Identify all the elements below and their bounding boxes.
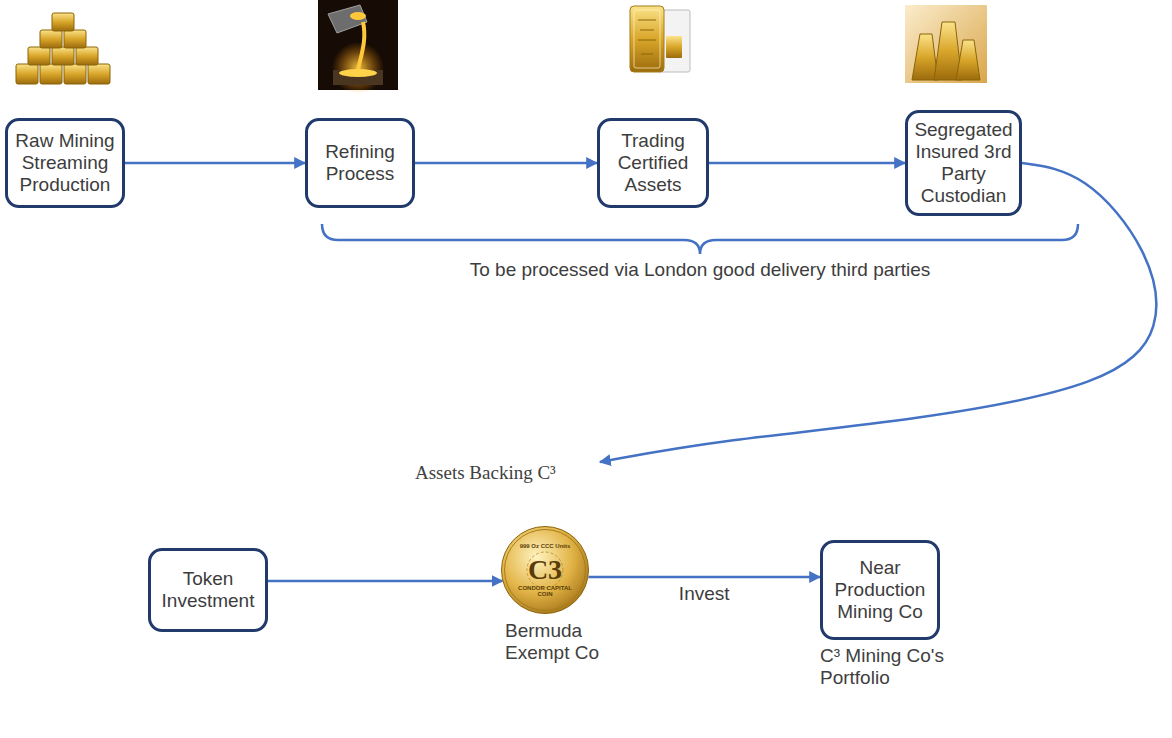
stored-bars-picture xyxy=(905,5,987,83)
coin-rim xyxy=(505,530,586,611)
flow-arrow xyxy=(268,580,502,583)
process-box: Near Production Mining Co xyxy=(820,540,940,640)
box-label: Token Investment xyxy=(156,568,260,612)
box-label: Near Production Mining Co xyxy=(828,557,932,623)
gold-bar xyxy=(64,30,86,48)
bracket xyxy=(322,224,1078,254)
pour-stream xyxy=(358,22,364,70)
process-box: Token Investment xyxy=(148,548,268,632)
gold-bar xyxy=(16,64,38,84)
refining-picture xyxy=(318,0,398,94)
small-bar xyxy=(666,36,682,58)
gold-bar xyxy=(40,30,62,48)
engraving xyxy=(638,40,656,41)
flow-arrow xyxy=(125,162,305,165)
gold-bar xyxy=(912,34,938,80)
gold-bar xyxy=(52,47,74,65)
process-box: Segregated Insured 3rd Party Custodian xyxy=(905,110,1022,215)
process-box: Trading Certified Assets xyxy=(597,118,709,208)
coin-lettering: C3 xyxy=(510,556,580,584)
captioned-node: Near Production Mining Co C³ Mining Co's … xyxy=(820,540,970,690)
molten-metal xyxy=(350,12,366,20)
photo-ground xyxy=(905,5,987,83)
certified-bar-picture xyxy=(630,6,690,72)
engraving xyxy=(640,30,654,31)
coin-face xyxy=(502,527,589,614)
edge-label: Invest xyxy=(677,583,732,605)
engraving xyxy=(638,20,656,21)
box-label: Trading Certified Assets xyxy=(605,130,701,196)
coin-lettering: CONDOR CAPITAL COIN xyxy=(515,585,575,598)
gold-bar xyxy=(52,13,74,31)
note-label: To be processed via London good delivery… xyxy=(470,259,931,281)
flow-arrow xyxy=(709,162,905,165)
engraving xyxy=(641,54,653,55)
crucible xyxy=(328,5,367,33)
flow-arrow xyxy=(588,576,820,579)
coin-node: Assets Backing C³ 999 Oz CCC UnitsC3CONDO… xyxy=(415,462,627,670)
coin-lettering: 999 Oz CCC Units xyxy=(510,543,580,549)
gold-bar xyxy=(630,6,664,72)
box-label: Refining Process xyxy=(313,141,407,185)
gold-bar xyxy=(956,40,980,80)
gold-bar xyxy=(76,47,98,65)
node-caption: Bermuda Exempt Co xyxy=(505,620,609,664)
gold-bar xyxy=(28,47,50,65)
flow-arrow xyxy=(415,162,597,165)
node-caption: C³ Mining Co's Portfolio xyxy=(820,645,960,689)
gold-pile-picture xyxy=(16,13,110,84)
ingot-mold xyxy=(333,70,383,85)
bar-rim xyxy=(634,10,660,68)
node-heading: Assets Backing C³ xyxy=(415,462,615,484)
gold-bar xyxy=(64,64,86,84)
box-label: Raw Mining Streaming Production xyxy=(13,130,117,196)
gold-bar xyxy=(40,64,62,84)
process-box: Refining Process xyxy=(305,118,415,208)
process-box: Raw Mining Streaming Production xyxy=(5,118,125,208)
molten-metal xyxy=(339,69,377,77)
gold-bar xyxy=(88,64,110,84)
box-label: Segregated Insured 3rd Party Custodian xyxy=(913,119,1014,206)
